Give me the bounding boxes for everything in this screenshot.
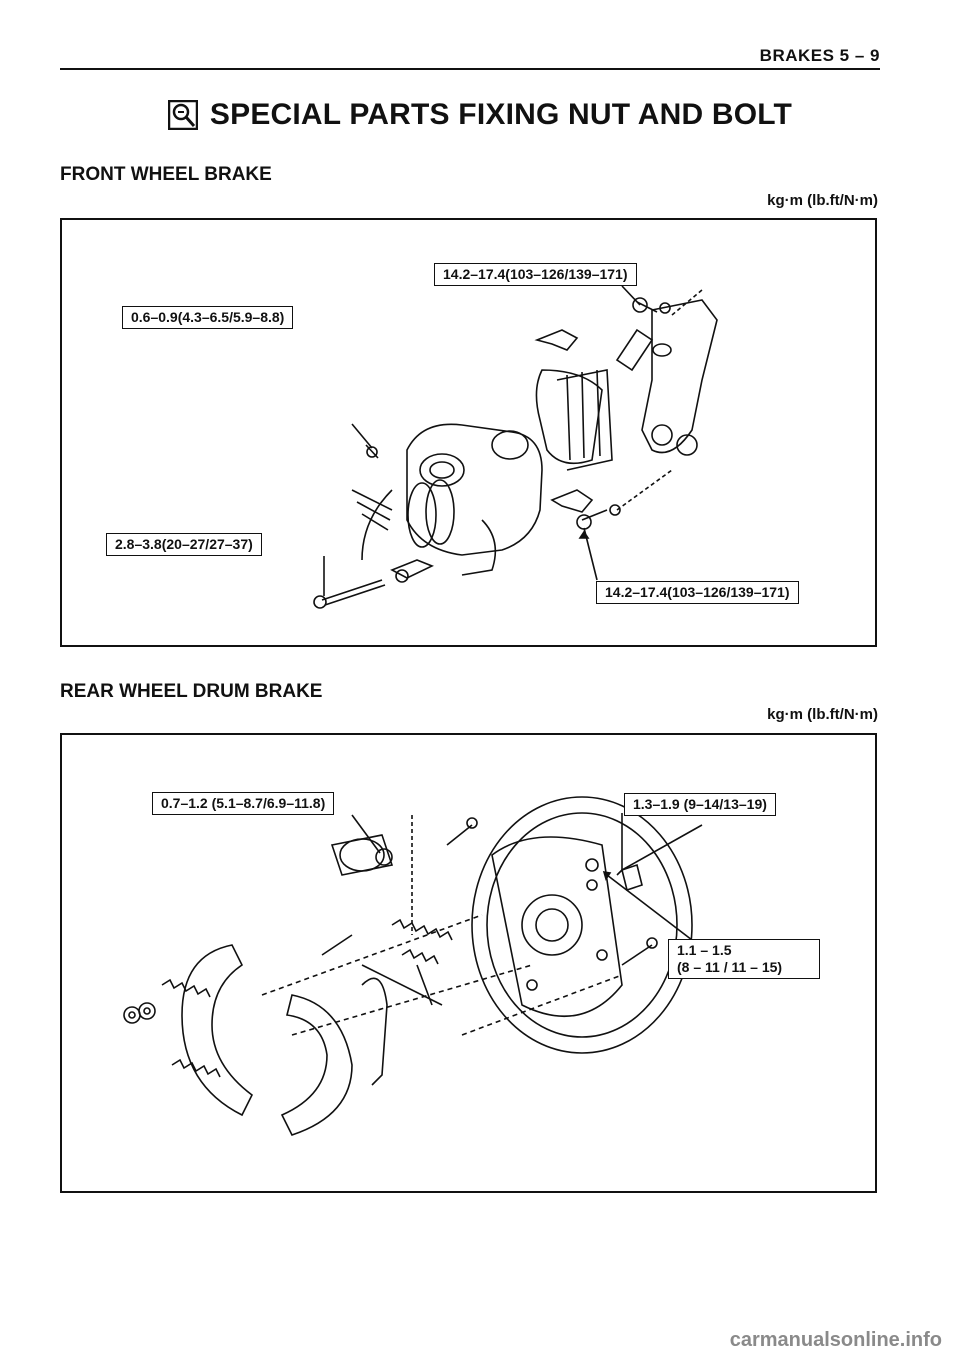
rear-section-title: REAR WHEEL DRUM BRAKE: [60, 681, 323, 702]
page-title-row: SPECIAL PARTS FIXING NUT AND BOLT: [0, 98, 960, 132]
front-brake-diagram: 14.2–17.4(103–126/139–171) 0.6–0.9(4.3–6…: [60, 218, 877, 647]
rear-brake-illustration: [123, 796, 703, 1136]
magnifier-bolt-icon: [167, 100, 198, 130]
front-section-title: FRONT WHEEL BRAKE: [60, 164, 272, 185]
front-callout-top-bolt: 14.2–17.4(103–126/139–171): [434, 263, 637, 286]
front-callout-bleeder: 0.6–0.9(4.3–6.5/5.9–8.8): [122, 306, 294, 329]
front-callout-bottom-bolt: 14.2–17.4(103–126/139–171): [596, 581, 799, 604]
front-units: kg·m (lb.ft/N·m): [767, 192, 878, 209]
rear-callout-nut-line2: (8 – 11 / 11 – 15): [677, 959, 783, 975]
rear-callout-backing-bolt: 1.3–1.9 (9–14/13–19): [624, 793, 776, 816]
front-brake-illustration: [313, 285, 718, 609]
header-rule: [60, 68, 880, 70]
page-header-label: BRAKES 5 – 9: [759, 46, 880, 65]
rear-callout-nut: 1.1 – 1.5 (8 – 11 / 11 – 15): [668, 939, 820, 979]
page-title: SPECIAL PARTS FIXING NUT AND BOLT: [209, 98, 793, 131]
footer-watermark: carmanualsonline.info: [729, 1329, 942, 1351]
front-callout-guide-bolt: 2.8–3.8(20–27/27–37): [106, 533, 262, 556]
rear-callout-wheel-cylinder: 0.7–1.2 (5.1–8.7/6.9–11.8): [152, 792, 335, 815]
rear-brake-diagram: 0.7–1.2 (5.1–8.7/6.9–11.8) 1.3–1.9 (9–14…: [60, 733, 877, 1193]
rear-callout-nut-line1: 1.1 – 1.5: [677, 942, 732, 958]
rear-units: kg·m (lb.ft/N·m): [767, 706, 878, 723]
